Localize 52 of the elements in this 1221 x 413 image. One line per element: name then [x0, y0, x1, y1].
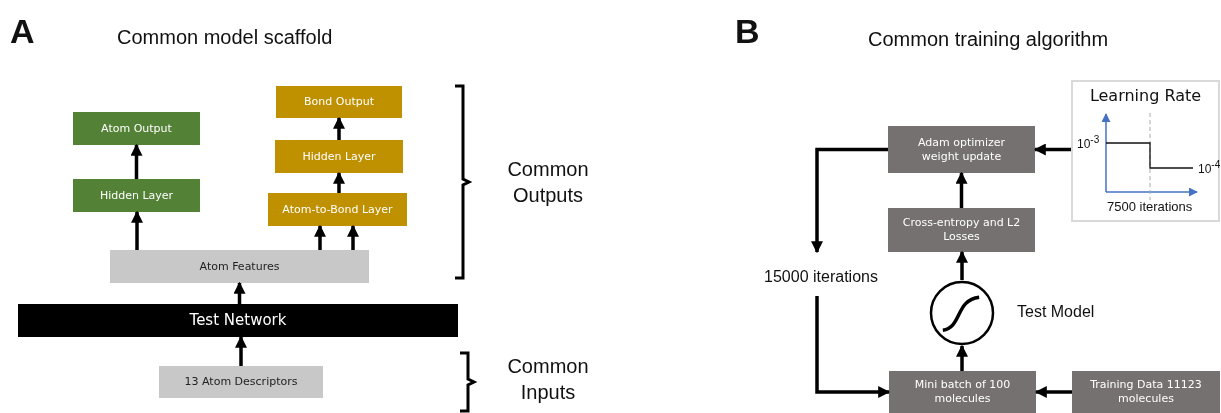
feature-bar: [110, 250, 369, 283]
process-box: [888, 126, 1035, 173]
layer-box: [73, 112, 200, 145]
node-text: Hidden Layer: [99, 188, 174, 203]
arrow: [333, 171, 345, 193]
node-text: Bond Output: [304, 95, 374, 109]
node-text: 15000 iterations: [764, 267, 878, 287]
arrow: [815, 296, 891, 398]
node-text: Training Data 11123 molecules: [1090, 378, 1202, 406]
node-text: Atom-to-Bond Layer: [282, 202, 393, 217]
layer-box: [275, 140, 403, 173]
tick-label: 10$^{-3}$: [1077, 134, 1100, 151]
arrow: [1034, 386, 1072, 398]
arrow: [955, 171, 968, 208]
arrow: [130, 143, 143, 179]
arrow: [811, 147, 888, 254]
panel-letter: A: [10, 12, 35, 51]
node-text: Mini batch of 100 molecules: [913, 378, 1012, 406]
panel-title: Common training algorithm: [868, 28, 1109, 51]
process-box: [889, 371, 1036, 413]
group-label: Common Inputs: [506, 354, 590, 405]
layer-box: [276, 86, 402, 118]
arrow: [233, 281, 246, 304]
node-text: Adam optimizer weight update: [916, 135, 1007, 164]
input-box: [159, 366, 323, 398]
node-text: Atom Output: [101, 121, 172, 136]
group-label: Common Outputs: [506, 157, 590, 208]
node-text: Atom Features: [199, 259, 280, 274]
arrow: [956, 250, 968, 280]
panel-title: Common model scaffold: [117, 26, 333, 49]
layer-box: [268, 193, 407, 226]
node-text: Learning Rate: [1089, 86, 1202, 106]
arrow: [314, 224, 326, 250]
node-caption: Test Model: [1017, 303, 1095, 321]
arrow: [333, 116, 345, 140]
axis-label: 7500 iterations: [1107, 199, 1193, 214]
arrow: [1033, 143, 1071, 156]
node-text: Hidden Layer: [302, 149, 376, 164]
node-text: Test Network: [189, 311, 287, 330]
data-box: [1072, 371, 1220, 413]
arrow: [956, 344, 968, 371]
layer-box: [73, 179, 200, 212]
arrow: [131, 210, 143, 250]
panel-letter: B: [735, 12, 760, 51]
network-bar: [18, 304, 458, 337]
inset-panel: [1071, 80, 1220, 222]
arrow: [347, 224, 359, 250]
process-box: [888, 208, 1035, 252]
node-text: Cross-entropy and L2 Losses: [901, 216, 1022, 244]
arrow: [235, 335, 247, 366]
tick-label: 10$^{-4}$: [1198, 159, 1221, 176]
node-text: 13 Atom Descriptors: [184, 375, 298, 389]
